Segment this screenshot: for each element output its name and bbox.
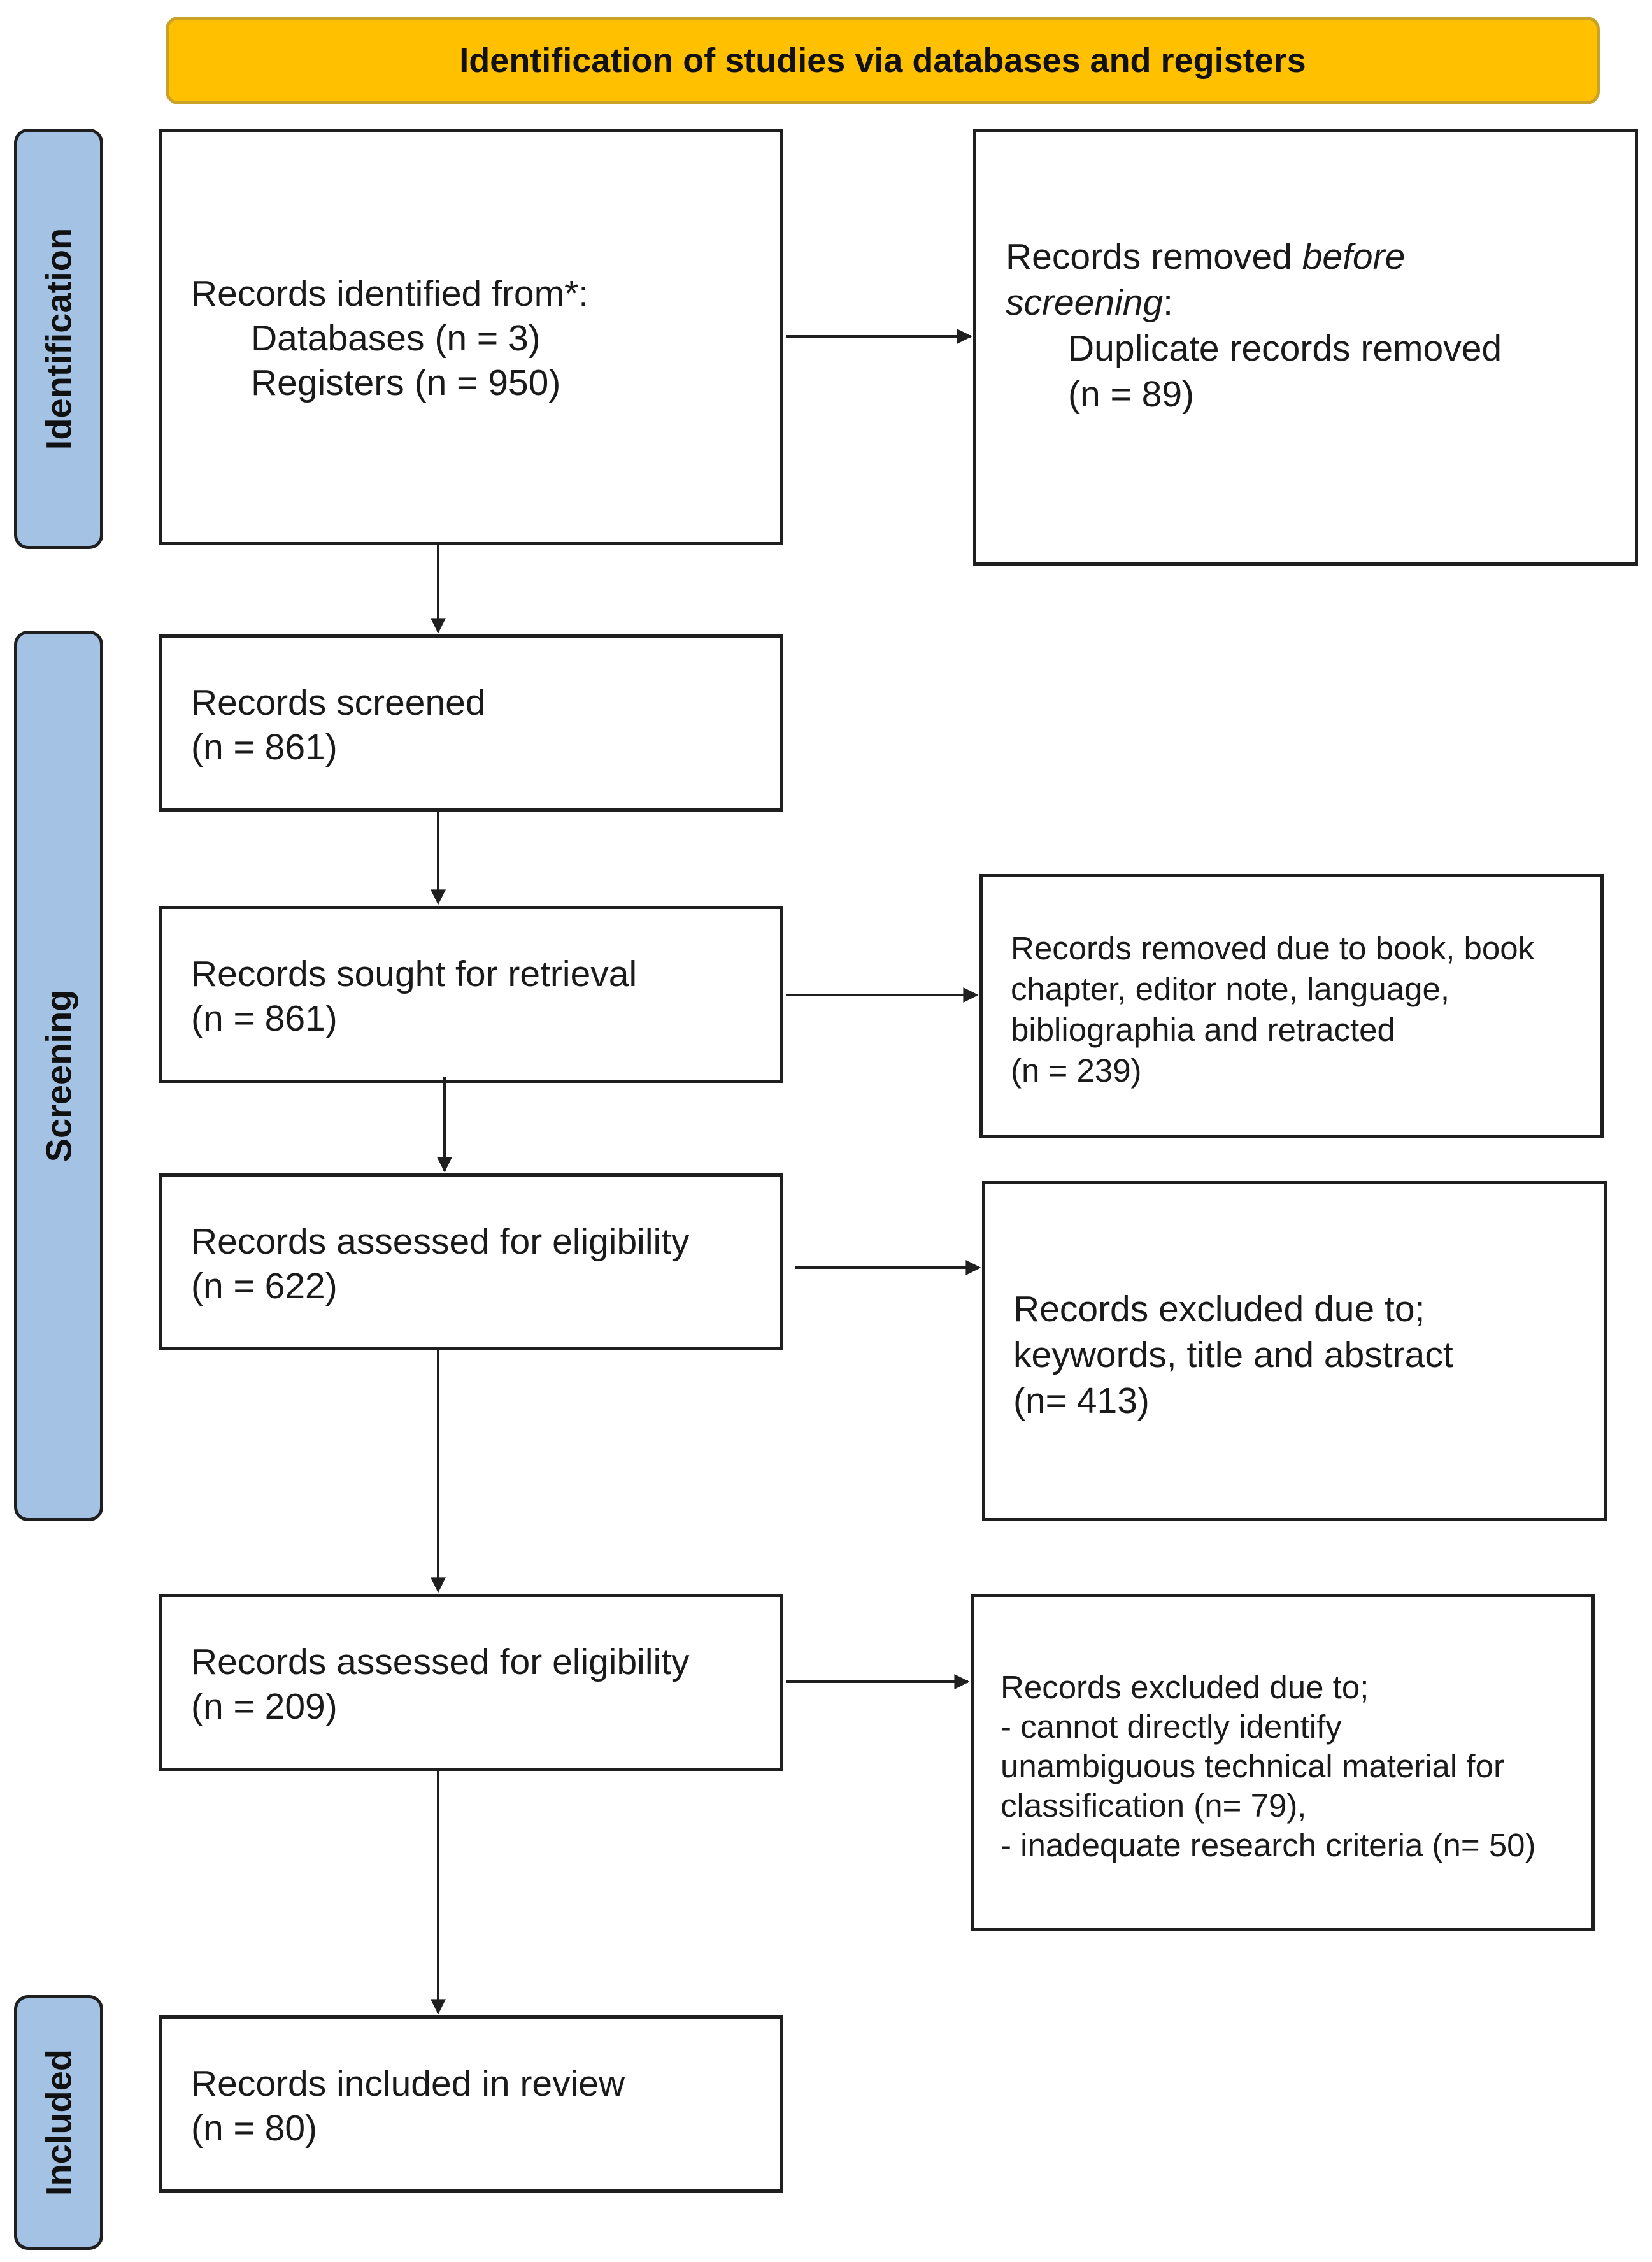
header-bar: Identification of studies via databases … — [166, 17, 1600, 104]
identified-registers: Registers (n = 950) — [251, 362, 561, 403]
excluded-keywords-line1: Records excluded due to; — [1013, 1289, 1425, 1329]
excluded-criteria-line4: classification (n= 79), — [1000, 1787, 1307, 1824]
box-records-assessed-eligibility-2: Records assessed for eligibility (n = 20… — [159, 1594, 783, 1771]
box-records-identified: Records identified from*: Databases (n =… — [159, 129, 783, 545]
eligibility2-count: (n = 209) — [191, 1686, 338, 1727]
removed-before-em: before — [1302, 236, 1406, 277]
excluded-criteria-line2: - cannot directly identify — [1000, 1708, 1342, 1745]
identified-title: Records identified from*: — [191, 273, 589, 314]
excluded-criteria-line3: unambiguous technical material for — [1000, 1748, 1504, 1784]
phase-included: Included — [14, 1995, 103, 2250]
box-records-removed-before-screening: Records removed before screening: Duplic… — [973, 129, 1638, 566]
box-records-excluded-criteria: Records excluded due to; - cannot direct… — [971, 1594, 1595, 1931]
screened-title: Records screened — [191, 682, 486, 723]
removed-book-line1: Records removed due to book, book — [1011, 930, 1535, 966]
box-records-screened: Records screened (n = 861) — [159, 634, 783, 812]
eligibility2-title: Records assessed for eligibility — [191, 1642, 690, 1682]
eligibility1-count: (n = 622) — [191, 1266, 338, 1306]
removed-before-line3: Duplicate records removed — [1068, 328, 1502, 369]
excluded-criteria-line5: - inadequate research criteria (n= 50) — [1000, 1827, 1536, 1863]
removed-before-line2: screening: — [1006, 280, 1173, 326]
removed-before-line1: Records removed before — [1006, 234, 1405, 280]
phase-screening: Screening — [14, 631, 103, 1521]
retrieval-title: Records sought for retrieval — [191, 954, 637, 994]
removed-before-colon: : — [1163, 282, 1173, 323]
removed-book-line2: chapter, editor note, language, — [1011, 971, 1450, 1007]
identified-databases: Databases (n = 3) — [251, 318, 541, 359]
removed-before-em2: screening — [1006, 282, 1164, 323]
excluded-keywords-line3: (n= 413) — [1013, 1380, 1150, 1421]
box-records-assessed-eligibility-1: Records assessed for eligibility (n = 62… — [159, 1173, 783, 1350]
removed-before-line4: (n = 89) — [1068, 374, 1195, 415]
eligibility1-title: Records assessed for eligibility — [191, 1221, 690, 1262]
excluded-criteria-line1: Records excluded due to; — [1000, 1669, 1369, 1705]
included-title: Records included in review — [191, 2063, 625, 2104]
retrieval-count: (n = 861) — [191, 998, 338, 1039]
excluded-keywords-line2: keywords, title and abstract — [1013, 1335, 1453, 1375]
box-records-included: Records included in review (n = 80) — [159, 2015, 783, 2193]
box-records-sought-retrieval: Records sought for retrieval (n = 861) — [159, 906, 783, 1083]
removed-book-line3: bibliographia and retracted — [1011, 1012, 1395, 1048]
header-title: Identification of studies via databases … — [459, 41, 1306, 80]
screened-count: (n = 861) — [191, 727, 338, 768]
box-records-excluded-keywords: Records excluded due to; keywords, title… — [982, 1181, 1607, 1521]
included-count: (n = 80) — [191, 2108, 318, 2149]
box-records-removed-book: Records removed due to book, book chapte… — [979, 874, 1604, 1138]
removed-book-line4: (n = 239) — [1011, 1052, 1142, 1089]
removed-before-line1-text: Records removed — [1006, 236, 1302, 277]
phase-identification: Identification — [14, 129, 103, 549]
